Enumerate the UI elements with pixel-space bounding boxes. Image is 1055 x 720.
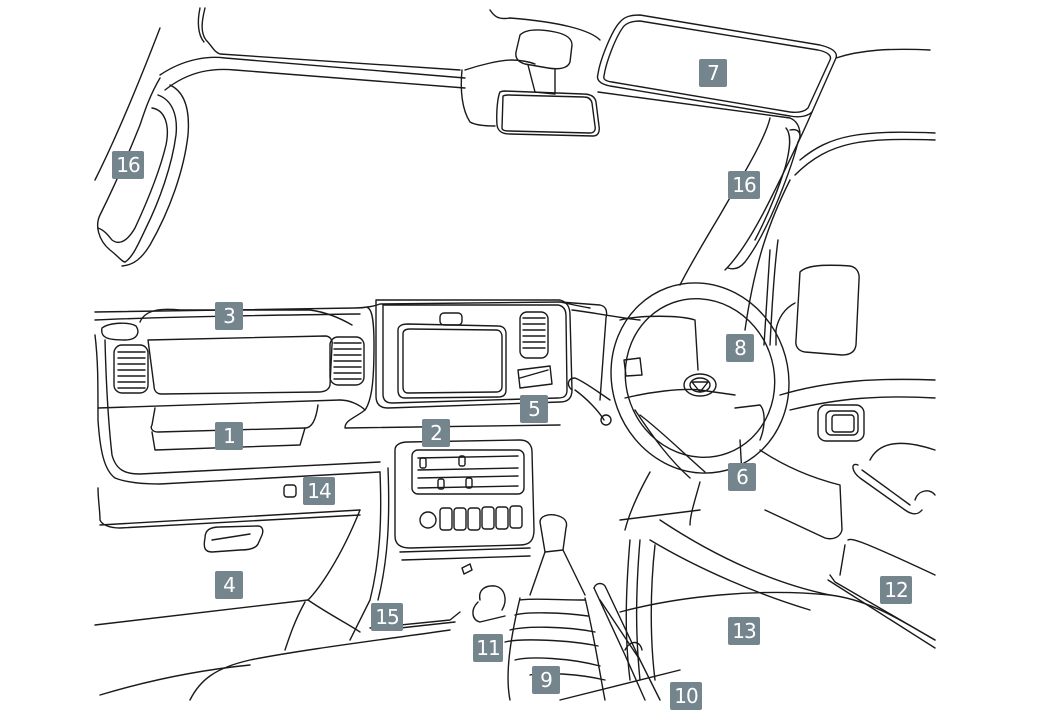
sun-visor: [596, 14, 931, 136]
callout-badge-audio-unit[interactable]: 2: [422, 419, 450, 447]
left-a-pillar: [94, 27, 190, 267]
callout-badge-column-lever[interactable]: 6: [728, 463, 756, 491]
driver-seat: [559, 591, 936, 701]
side-mirror: [775, 264, 860, 356]
callout-badge-passenger-switch[interactable]: 14: [303, 477, 335, 505]
callout-badge-door-pocket[interactable]: 12: [880, 576, 912, 604]
steering-wheel: [567, 282, 790, 531]
passenger-lower-panel: [94, 484, 451, 701]
callout-badge-assist-grip-right[interactable]: 16: [728, 171, 760, 199]
callout-badge-lower-compartment[interactable]: 4: [215, 571, 243, 599]
callout-badge-cup-holder[interactable]: 11: [473, 634, 503, 662]
callout-badge-shift-lever[interactable]: 9: [532, 666, 560, 694]
callout-badge-dashboard-tray[interactable]: 3: [215, 302, 243, 330]
callout-badge-sun-visor[interactable]: 7: [699, 59, 727, 87]
callout-badge-console-tray[interactable]: 15: [371, 603, 403, 631]
callout-badge-glove-box[interactable]: 1: [215, 422, 243, 450]
callout-badge-center-switch[interactable]: 5: [520, 395, 548, 423]
rearview-mirror: [460, 29, 600, 137]
callout-badge-parking-brake[interactable]: 10: [670, 682, 702, 710]
center-console: [369, 514, 661, 701]
dashboard: [94, 299, 641, 485]
audio-controls: [349, 439, 535, 641]
roof-headliner: [159, 7, 601, 91]
callout-badge-driver-seat[interactable]: 13: [728, 617, 760, 645]
right-a-pillar: [679, 111, 936, 346]
callout-badge-assist-grip-left[interactable]: 16: [112, 151, 144, 179]
callout-badge-combination-switch[interactable]: 8: [726, 334, 754, 362]
